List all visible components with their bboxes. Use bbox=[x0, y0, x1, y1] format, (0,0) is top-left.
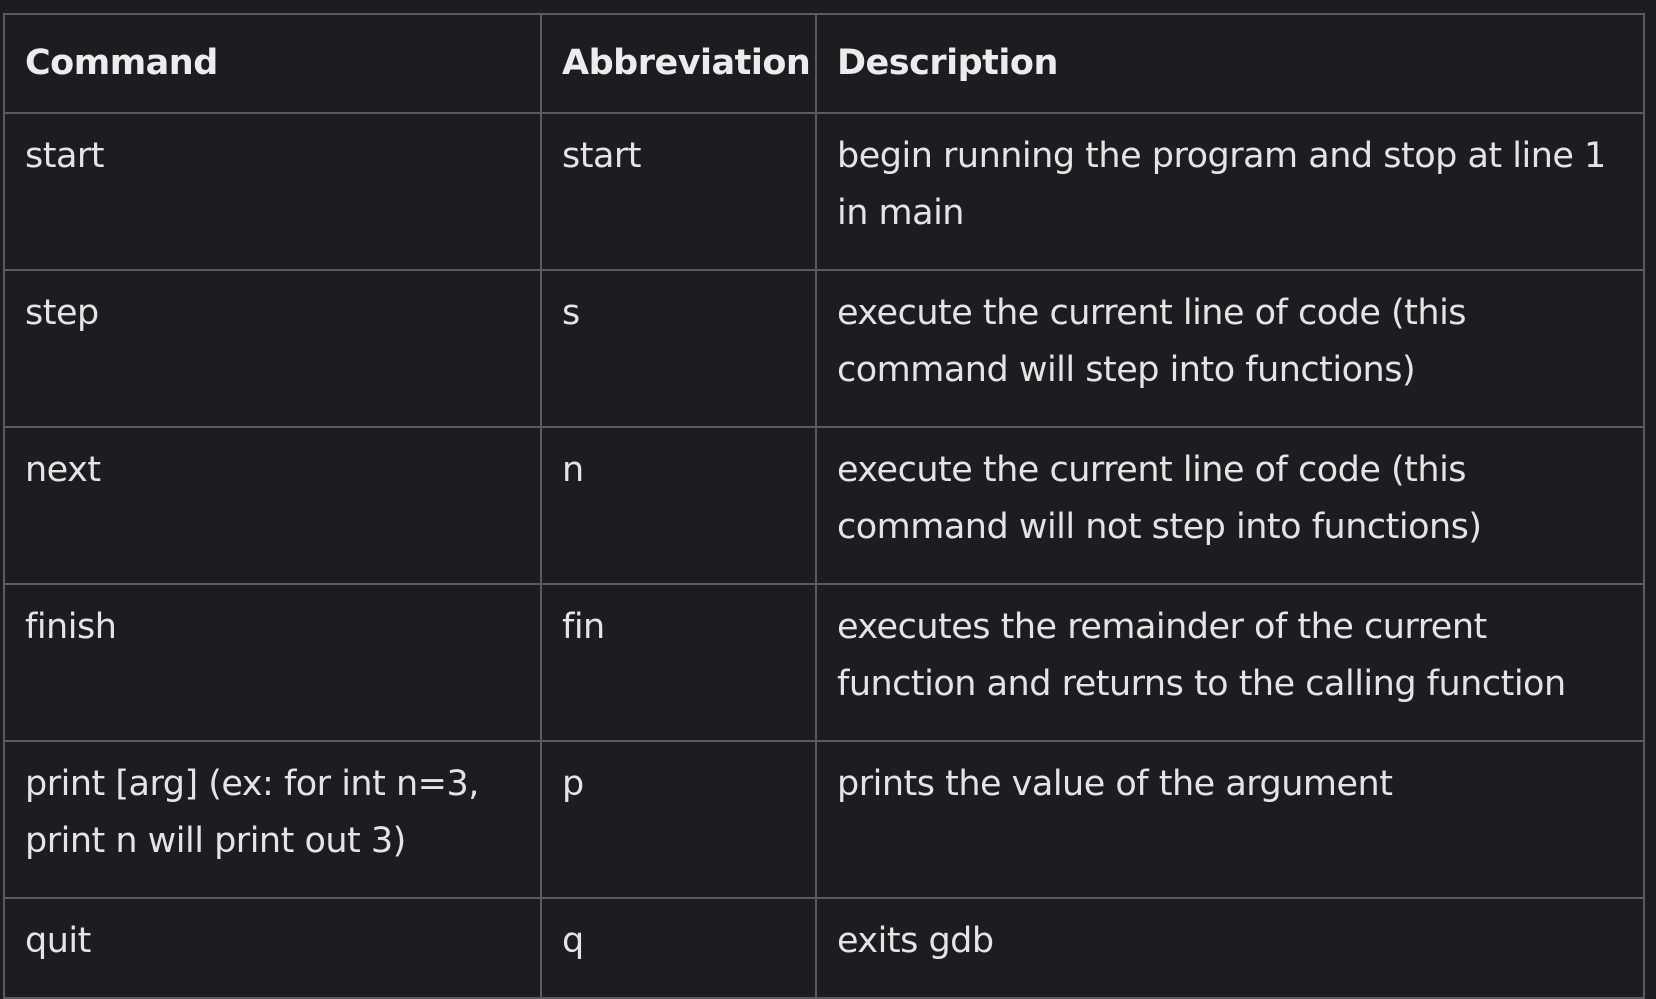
table-row: next n execute the current line of code … bbox=[3, 426, 1645, 585]
abbreviation-cell: q bbox=[540, 897, 817, 999]
abbreviation-cell: fin bbox=[540, 583, 817, 742]
header-command: Command bbox=[3, 13, 542, 114]
table-header: Command Abbreviation Description bbox=[3, 13, 1645, 114]
table-row: quit q exits gdb bbox=[3, 897, 1645, 999]
gdb-commands-table-container: Command Abbreviation Description start s… bbox=[3, 13, 1645, 999]
header-abbreviation: Abbreviation bbox=[540, 13, 817, 114]
description-cell: exits gdb bbox=[815, 897, 1645, 999]
description-cell: prints the value of the argument bbox=[815, 740, 1645, 899]
abbreviation-cell: n bbox=[540, 426, 817, 585]
description-cell: execute the current line of code (this c… bbox=[815, 269, 1645, 428]
gdb-commands-table: Command Abbreviation Description start s… bbox=[3, 13, 1645, 999]
command-cell: quit bbox=[3, 897, 542, 999]
header-row: Command Abbreviation Description bbox=[3, 13, 1645, 114]
header-description: Description bbox=[815, 13, 1645, 114]
abbreviation-cell: s bbox=[540, 269, 817, 428]
table-row: finish fin executes the remainder of the… bbox=[3, 583, 1645, 742]
command-cell: step bbox=[3, 269, 542, 428]
command-cell: finish bbox=[3, 583, 542, 742]
table-row: step s execute the current line of code … bbox=[3, 269, 1645, 428]
description-cell: executes the remainder of the current fu… bbox=[815, 583, 1645, 742]
abbreviation-cell: start bbox=[540, 112, 817, 271]
table-row: start start begin running the program an… bbox=[3, 112, 1645, 271]
description-cell: begin running the program and stop at li… bbox=[815, 112, 1645, 271]
description-cell: execute the current line of code (this c… bbox=[815, 426, 1645, 585]
abbreviation-cell: p bbox=[540, 740, 817, 899]
command-cell: next bbox=[3, 426, 542, 585]
table-body: start start begin running the program an… bbox=[3, 112, 1645, 999]
command-cell: print [arg] (ex: for int n=3, print n wi… bbox=[3, 740, 542, 899]
command-cell: start bbox=[3, 112, 542, 271]
table-row: print [arg] (ex: for int n=3, print n wi… bbox=[3, 740, 1645, 899]
